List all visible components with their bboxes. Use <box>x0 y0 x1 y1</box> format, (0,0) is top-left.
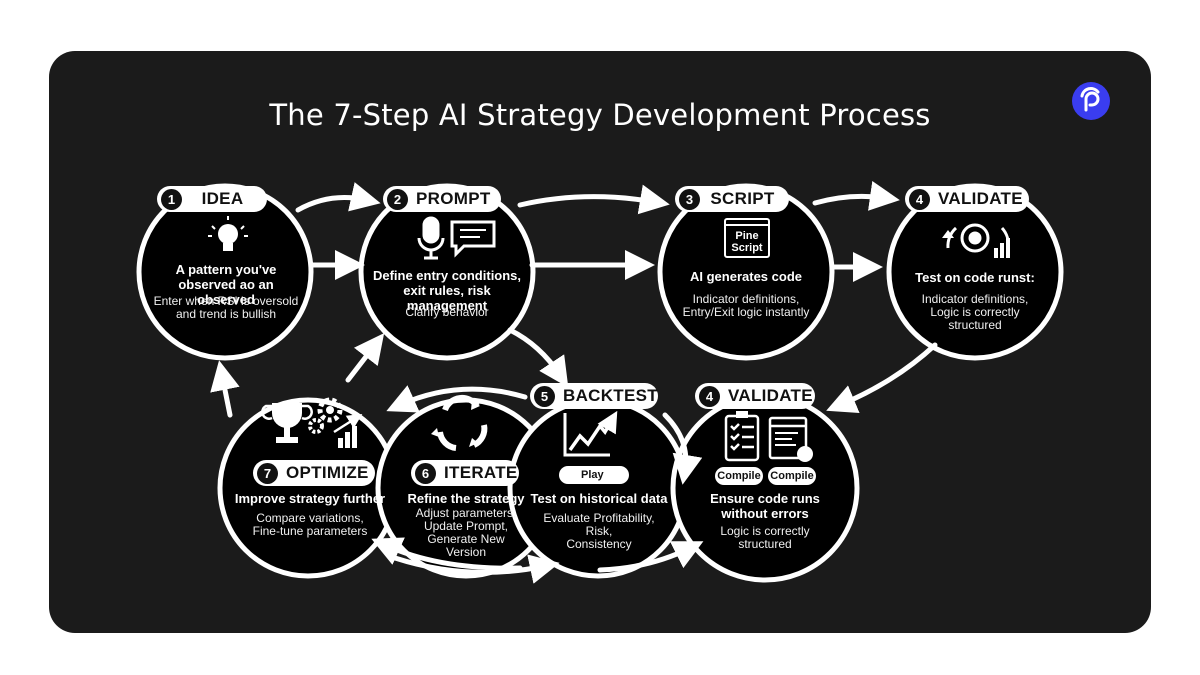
validate-top-headline: Test on code runst: <box>915 270 1035 285</box>
step-circle-validate-bottom <box>670 393 860 583</box>
arrow-backtest-to-validate <box>662 412 703 485</box>
step-pill-backtest: 5 BACKTEST <box>530 383 658 409</box>
arrow-idea-to-prompt-top <box>295 182 381 213</box>
compile-button[interactable]: Compile <box>715 467 763 485</box>
script-details: Indicator definitions, Entry/Exit logic … <box>682 292 810 319</box>
arrow-bottom-to-validate <box>597 541 704 573</box>
step-pill-validate-bottom: 4 VALIDATE <box>695 383 815 409</box>
step-pill-validate-top: 4 VALIDATE <box>905 186 1029 212</box>
step-number: 1 <box>161 188 182 210</box>
prompt-details: Clarify behavior <box>405 305 489 319</box>
step-number: 7 <box>257 462 278 484</box>
step-label: VALIDATE <box>728 386 813 405</box>
microphone-icon <box>417 216 445 260</box>
bar-chart-icon <box>333 413 363 448</box>
step-label: VALIDATE <box>938 189 1023 208</box>
prompt-headline: Define entry conditions, exit rules, ris… <box>372 268 522 313</box>
step-number: 3 <box>679 188 700 210</box>
trophy-icon <box>261 403 313 443</box>
step-number: 4 <box>909 188 930 210</box>
step-label: SCRIPT <box>710 189 775 208</box>
backtest-headline: Test on historical data <box>530 491 668 506</box>
iterate-details: Adjust parameters, Update Prompt, Genera… <box>415 506 517 559</box>
validate-top-details: Indicator definitions, Logic is correctl… <box>921 292 1029 332</box>
step-pill-script: 3 SCRIPT <box>675 186 789 212</box>
refresh-cycle-icon <box>431 394 488 451</box>
play-button-label: Play <box>581 469 604 481</box>
pine-script-badge: Pine Script <box>724 218 770 258</box>
validate-bottom-headline: Ensure code runs without errors <box>710 491 820 521</box>
iterate-headline: Refine the strategy <box>407 491 525 506</box>
arrow-validate-top-to-bottom <box>826 342 938 414</box>
validate-bottom-details: Logic is correctly structured <box>720 524 810 551</box>
arrow-prompt-to-script-top <box>517 184 670 215</box>
compile-button-label: Compile <box>717 470 761 482</box>
arrow-backtest-to-optimize <box>386 385 528 413</box>
arrow-script-to-validate-top <box>812 181 900 211</box>
play-button[interactable]: Play <box>559 466 629 484</box>
chart-trend-icon <box>563 410 618 457</box>
gears-cycle-icon <box>942 223 1010 258</box>
arrow-bottom-left-right <box>392 554 560 584</box>
chat-bubble-icon <box>450 220 496 258</box>
step-label: IDEA <box>201 189 244 208</box>
step-circle-optimize <box>217 397 399 579</box>
step-number: 6 <box>415 462 436 484</box>
arrow-bottom-right-left <box>371 537 523 571</box>
step-pill-prompt: 2 PROMPT <box>383 186 501 212</box>
step-number: 5 <box>534 385 555 407</box>
step-pill-iterate: 6 ITERATE <box>411 460 519 486</box>
optimize-details: Compare variations, Fine-tune parameters <box>252 511 368 538</box>
idea-details: Enter when RSI is oversold and trend is … <box>153 294 299 321</box>
step-number: 2 <box>387 188 408 210</box>
page-title: The 7-Step AI Strategy Development Proce… <box>269 98 931 132</box>
optimize-headline: Improve strategy further <box>234 491 386 506</box>
backtest-details: Evaluate Profitability, Risk, Consistenc… <box>543 511 655 551</box>
lightbulb-icon <box>208 216 248 251</box>
arrow-optimize-to-idea <box>210 360 240 418</box>
brand-logo-icon <box>1072 82 1110 120</box>
pine-script-badge-line: Pine <box>735 230 759 242</box>
gear-icon <box>308 397 343 434</box>
compile-button-label: Compile <box>770 470 814 482</box>
step-pill-idea: 1 IDEA <box>157 186 267 212</box>
idea-headline: A pattern you've observed ao an observed <box>175 262 277 307</box>
compile-button[interactable]: Compile <box>768 467 816 485</box>
code-document-icon <box>768 416 813 462</box>
arrow-prompt-to-backtest <box>507 327 569 388</box>
script-headline: AI generates code <box>690 269 802 284</box>
step-pill-optimize: 7 OPTIMIZE <box>253 460 375 486</box>
step-label: OPTIMIZE <box>286 463 369 482</box>
step-label: BACKTEST <box>563 386 658 405</box>
step-label: PROMPT <box>416 189 491 208</box>
step-number: 4 <box>699 385 720 407</box>
step-label: ITERATE <box>444 463 518 482</box>
checklist-icon <box>724 411 760 462</box>
pine-script-badge-line: Script <box>731 242 763 254</box>
arrow-optimize-to-prompt <box>345 333 385 383</box>
